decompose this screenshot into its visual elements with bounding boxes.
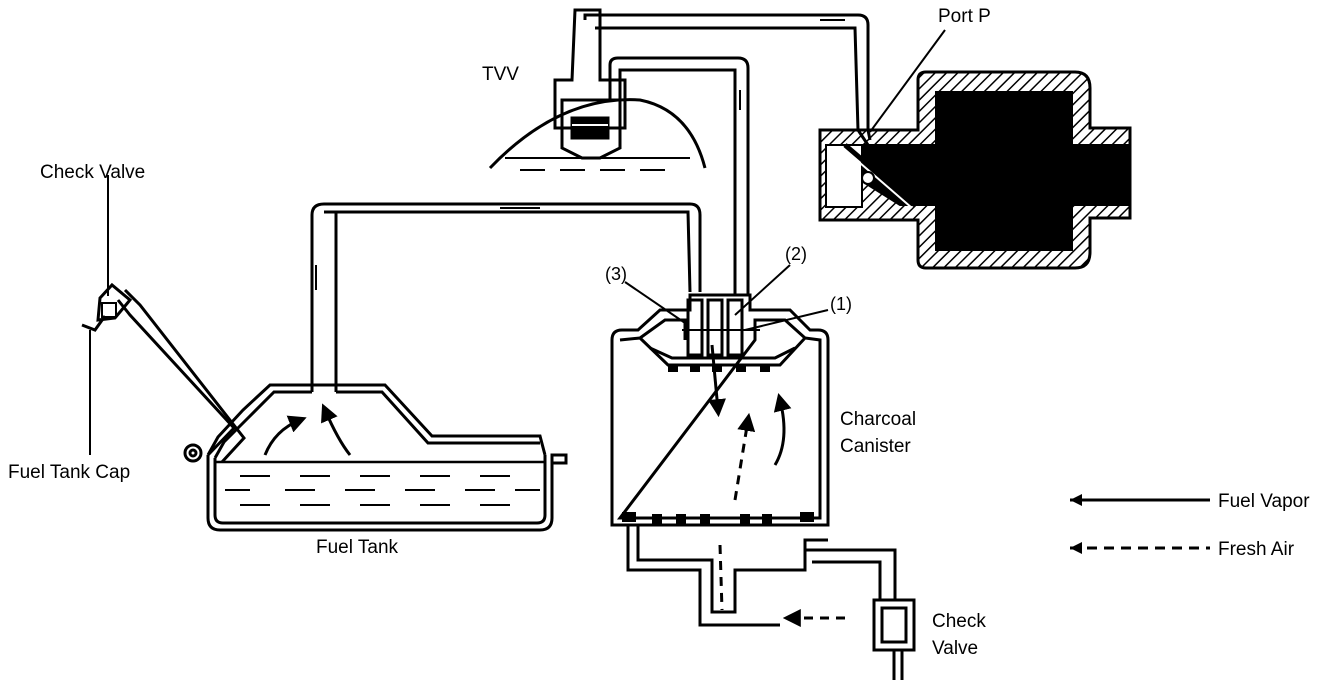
label-port-2: (2): [785, 244, 807, 264]
label-fuel-tank: Fuel Tank: [316, 537, 399, 558]
label-check-valve-top: Check Valve: [40, 162, 145, 183]
legend-fuel-vapor-label: Fuel Vapor: [1218, 491, 1310, 512]
port-p-leader: [869, 29, 946, 133]
fuel-level: [215, 460, 545, 506]
tvv-coolant: [505, 157, 690, 171]
label-port-3: (3): [605, 264, 627, 284]
label-fuel-tank-cap: Fuel Tank Cap: [8, 462, 130, 483]
tvv-valve: [488, 8, 707, 170]
port-leaders: [624, 264, 829, 331]
tank-check-valve: [89, 175, 117, 455]
canister-bottom-outlet: [626, 525, 897, 627]
legend-fuel-vapor: Fuel Vapor: [1070, 491, 1310, 512]
label-port-p: Port P: [938, 6, 991, 27]
label-port-1: (1): [830, 294, 852, 314]
label-check-valve-bottom-2: Valve: [932, 638, 978, 659]
label-charcoal-canister-1: Charcoal: [840, 409, 916, 430]
tank-vapor-arrows: [263, 403, 352, 456]
legend-fresh-air: Fresh Air: [1070, 539, 1295, 560]
filler-neck: [81, 282, 246, 464]
label-check-valve-bottom-1: Check: [932, 611, 986, 632]
canister-filters: [622, 364, 814, 524]
canister-flow-arrows: [708, 344, 792, 501]
tank-vapor-line: [310, 202, 702, 392]
bottom-check-valve: [872, 598, 916, 680]
legend-fresh-air-label: Fresh Air: [1218, 539, 1295, 560]
label-charcoal-canister-2: Canister: [840, 436, 911, 457]
label-tvv: TVV: [482, 64, 519, 85]
tvv-lines: [583, 13, 870, 295]
charcoal-canister: [610, 293, 830, 527]
legend: Fuel Vapor Fresh Air: [1070, 491, 1310, 560]
intake-throttle-body: [818, 70, 1132, 270]
fuel-tank: [206, 383, 568, 532]
